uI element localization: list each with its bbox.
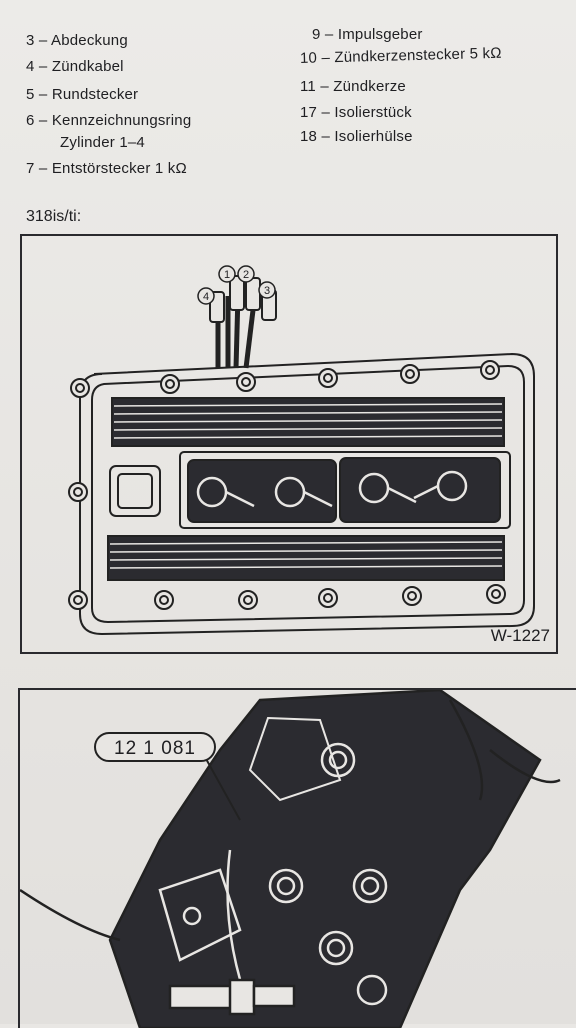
cylinder-marker bbox=[197, 287, 215, 305]
legend-item: 3 – Abdeckung bbox=[26, 32, 128, 49]
figure-tool: 12 1 081 bbox=[18, 688, 576, 1028]
tool-drawing bbox=[20, 690, 561, 1028]
cylinder-marker bbox=[258, 281, 276, 299]
cylinder-number: 3 bbox=[264, 285, 270, 297]
legend-item: 18 – Isolierhülse bbox=[300, 128, 413, 145]
tool-number-label: 12 1 081 bbox=[94, 732, 216, 762]
figure-valve-cover: 4 1 2 3 W-1227 bbox=[20, 234, 558, 654]
cylinder-number: 4 bbox=[203, 291, 209, 303]
legend-item-continuation: Zylinder 1–4 bbox=[60, 134, 145, 151]
legend-item: 17 – Isolierstück bbox=[300, 104, 412, 121]
legend-item: 9 – Impulsgeber bbox=[312, 26, 423, 43]
legend-item: 6 – Kennzeichnungsring bbox=[26, 112, 192, 129]
cylinder-marker bbox=[218, 265, 236, 283]
figure-code: W-1227 bbox=[490, 626, 550, 645]
legend-item: 11 – Zündkerze bbox=[300, 78, 406, 95]
cylinder-number: 1 bbox=[224, 269, 230, 281]
legend-item: 4 – Zündkabel bbox=[26, 58, 124, 75]
cylinder-marker bbox=[237, 265, 255, 283]
valve-cover-drawing: 4 1 2 3 bbox=[68, 265, 535, 636]
legend-item: 10 – Zündkerzenstecker 5 kΩ bbox=[299, 44, 502, 67]
section-title: 318is/ti: bbox=[26, 208, 82, 225]
cylinder-number: 2 bbox=[243, 269, 249, 281]
legend-item: 7 – Entstörstecker 1 kΩ bbox=[26, 160, 187, 177]
legend-item: 5 – Rundstecker bbox=[26, 86, 139, 103]
